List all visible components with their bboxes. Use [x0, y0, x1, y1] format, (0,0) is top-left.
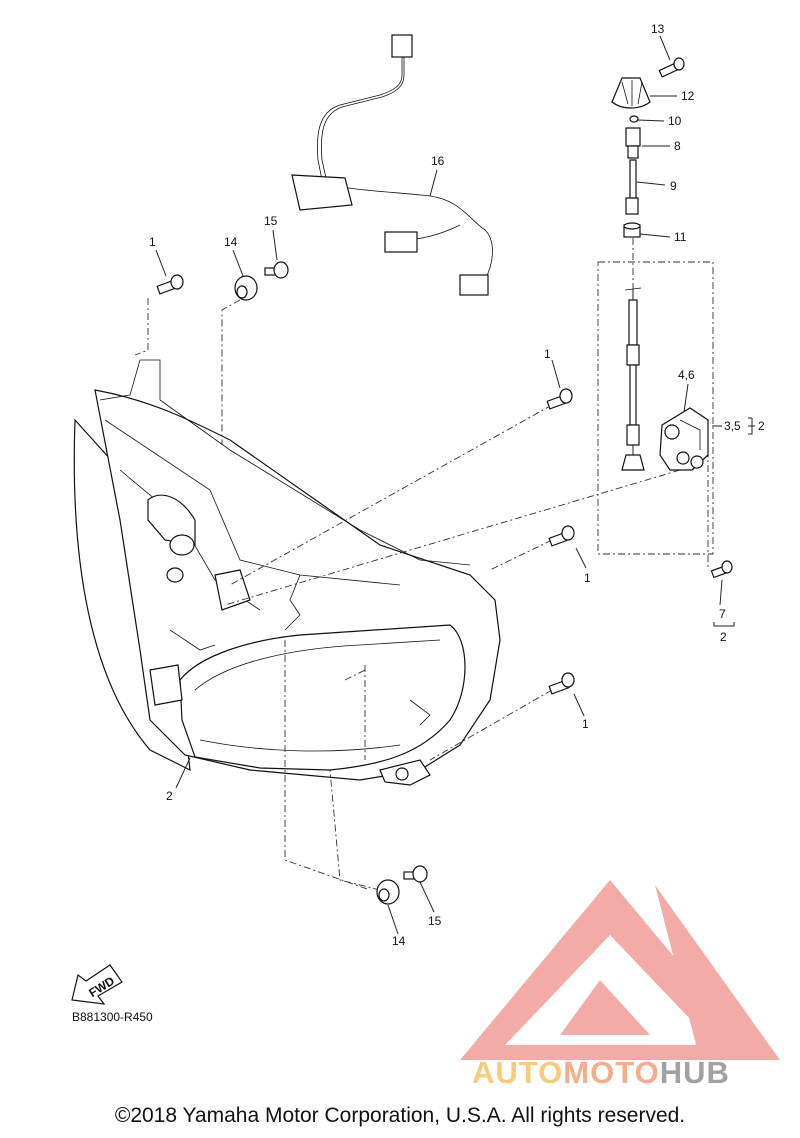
callout-9: 9	[670, 179, 677, 193]
callout-3-5: 3,5	[724, 419, 741, 433]
callout-12: 12	[681, 89, 695, 103]
wire-harness-16	[291, 34, 493, 296]
grommet-14-top	[234, 275, 258, 301]
callout-8: 8	[674, 139, 681, 153]
callout-14-bottom: 14	[392, 934, 406, 948]
bolt-1-top	[156, 274, 184, 295]
callout-2-housing: 2	[166, 789, 173, 803]
callout-2-bracket: 2	[758, 419, 765, 433]
callout-1-right: 1	[584, 571, 591, 585]
callout-leaders	[155, 35, 755, 935]
callout-2-bolt: 2	[720, 630, 727, 644]
wordmark-moto: MOTO	[563, 1055, 660, 1090]
nut-11	[623, 222, 641, 238]
callout-11: 11	[674, 230, 687, 244]
callout-1-top: 1	[149, 235, 156, 249]
callout-1-mid: 1	[544, 347, 551, 361]
copyright-notice: ©2018 Yamaha Motor Corporation, U.S.A. A…	[114, 1104, 686, 1127]
callout-14-top: 14	[224, 235, 238, 249]
collar-15-bottom	[403, 865, 428, 883]
callout-labels: 1 1 1 1 2 2 2 3,5 4,6 7 8 9 10 11 12 13 …	[149, 22, 765, 948]
callout-1-bottom: 1	[582, 717, 589, 731]
o-ring-10	[629, 115, 639, 123]
shaft-9	[625, 159, 639, 215]
bolt-1-right	[548, 525, 575, 547]
callout-15-top: 15	[264, 214, 278, 228]
grommet-14-bottom	[376, 879, 400, 905]
callout-16: 16	[431, 154, 445, 168]
wordmark-auto: AUTO	[472, 1055, 564, 1090]
automotohub-logo	[460, 880, 780, 1060]
leader-lines	[134, 238, 714, 891]
bolt-1-mid	[546, 388, 573, 410]
automotohub-wordmark: AUTOMOTOHUB	[472, 1055, 730, 1091]
bolt-13	[658, 57, 685, 78]
adjuster-knob-12	[611, 77, 651, 109]
headlight-housing	[73, 359, 501, 786]
callout-4-6: 4,6	[678, 368, 695, 382]
adjuster-bracket-4-6	[659, 407, 709, 471]
callout-15-bottom: 15	[428, 914, 442, 928]
adjuster-shaft-assembly	[621, 287, 645, 471]
fwd-arrow-icon: FWD	[71, 964, 123, 1005]
bolt-7	[710, 560, 733, 579]
wordmark-hub: HUB	[659, 1055, 730, 1090]
callout-7: 7	[719, 607, 726, 621]
callout-13: 13	[651, 22, 665, 36]
collar-15-top	[264, 261, 289, 279]
callout-10: 10	[668, 114, 682, 128]
bolt-1-bottom	[548, 672, 575, 695]
fitting-8	[625, 127, 641, 159]
diagram-code: B881300-R450	[72, 1010, 153, 1024]
